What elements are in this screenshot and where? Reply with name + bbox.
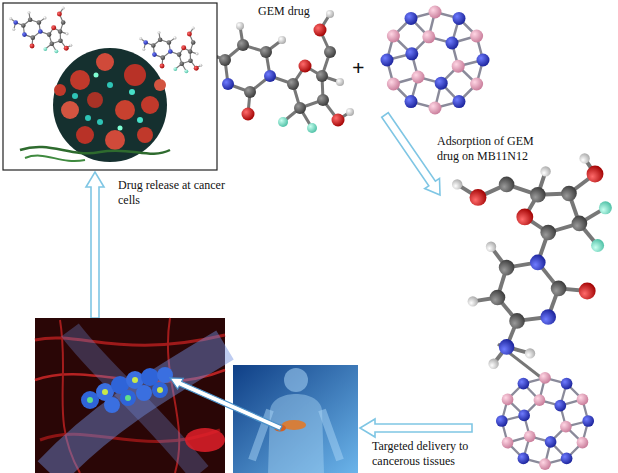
step-label: Adsorption of GEM drug on MB11N12 — [437, 134, 547, 163]
hollow-arrow — [382, 113, 440, 195]
step-label: Drug release at cancer cells — [118, 178, 242, 207]
cage-molecule — [381, 6, 490, 115]
cancer-cell-picture — [35, 318, 225, 473]
adsorbed-cage — [496, 372, 594, 470]
human-body-picture — [233, 365, 358, 473]
hollow-arrow — [360, 419, 472, 437]
step-label: Targeted delivery to cancerous tissues — [372, 439, 488, 468]
hollow-arrow — [86, 172, 104, 318]
tumor-picture — [3, 3, 217, 170]
plus-sign: + — [352, 55, 374, 82]
white-arrow — [170, 378, 282, 430]
adsorbed-gem — [452, 153, 612, 369]
step-label: GEM drug — [258, 4, 348, 19]
